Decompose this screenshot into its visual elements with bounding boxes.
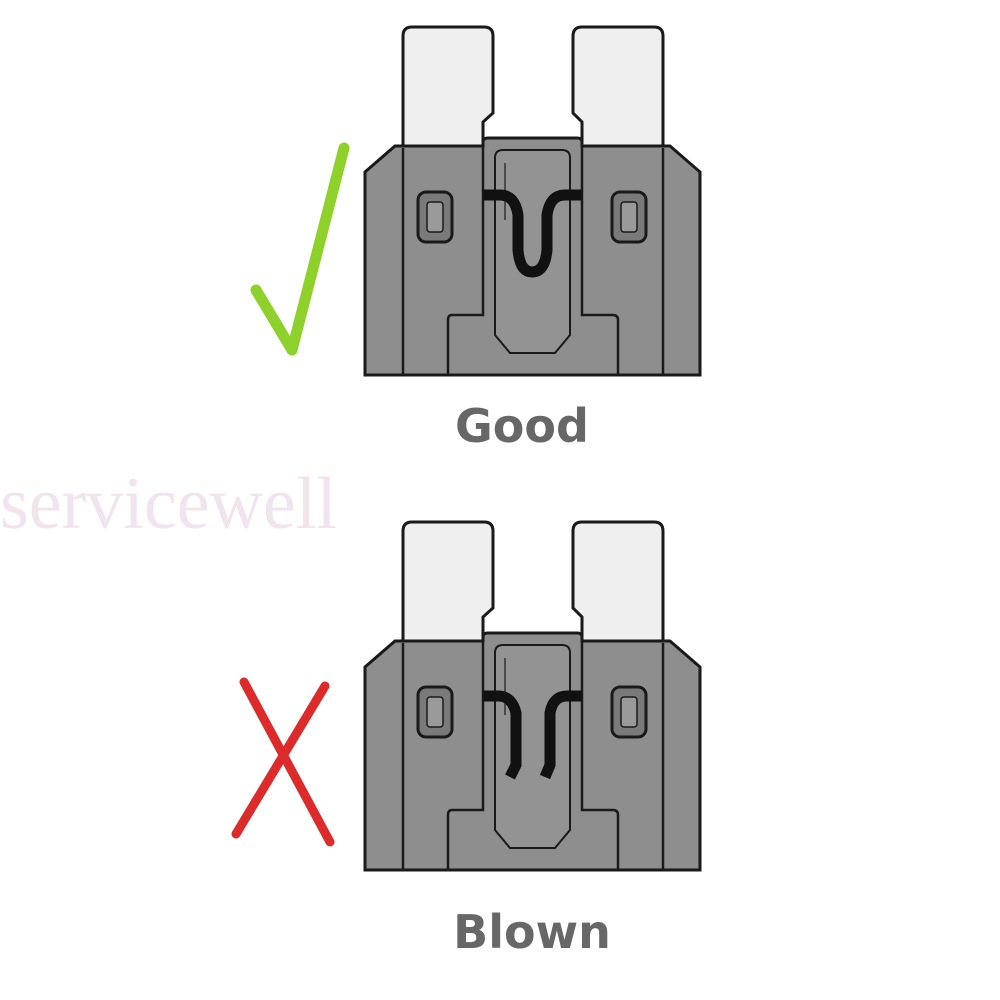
good-fuse-illustration xyxy=(363,25,702,377)
blown-label: Blown xyxy=(453,905,611,959)
intact-fuse-wire xyxy=(483,189,582,278)
blown-fuse-illustration xyxy=(363,520,702,872)
check-mark-icon xyxy=(250,142,350,356)
good-label: Good xyxy=(455,399,589,453)
watermark-text: servicewell xyxy=(0,463,337,545)
x-mark-icon xyxy=(231,677,335,847)
broken-wire-right xyxy=(539,690,582,780)
broken-wire-left xyxy=(483,690,522,780)
